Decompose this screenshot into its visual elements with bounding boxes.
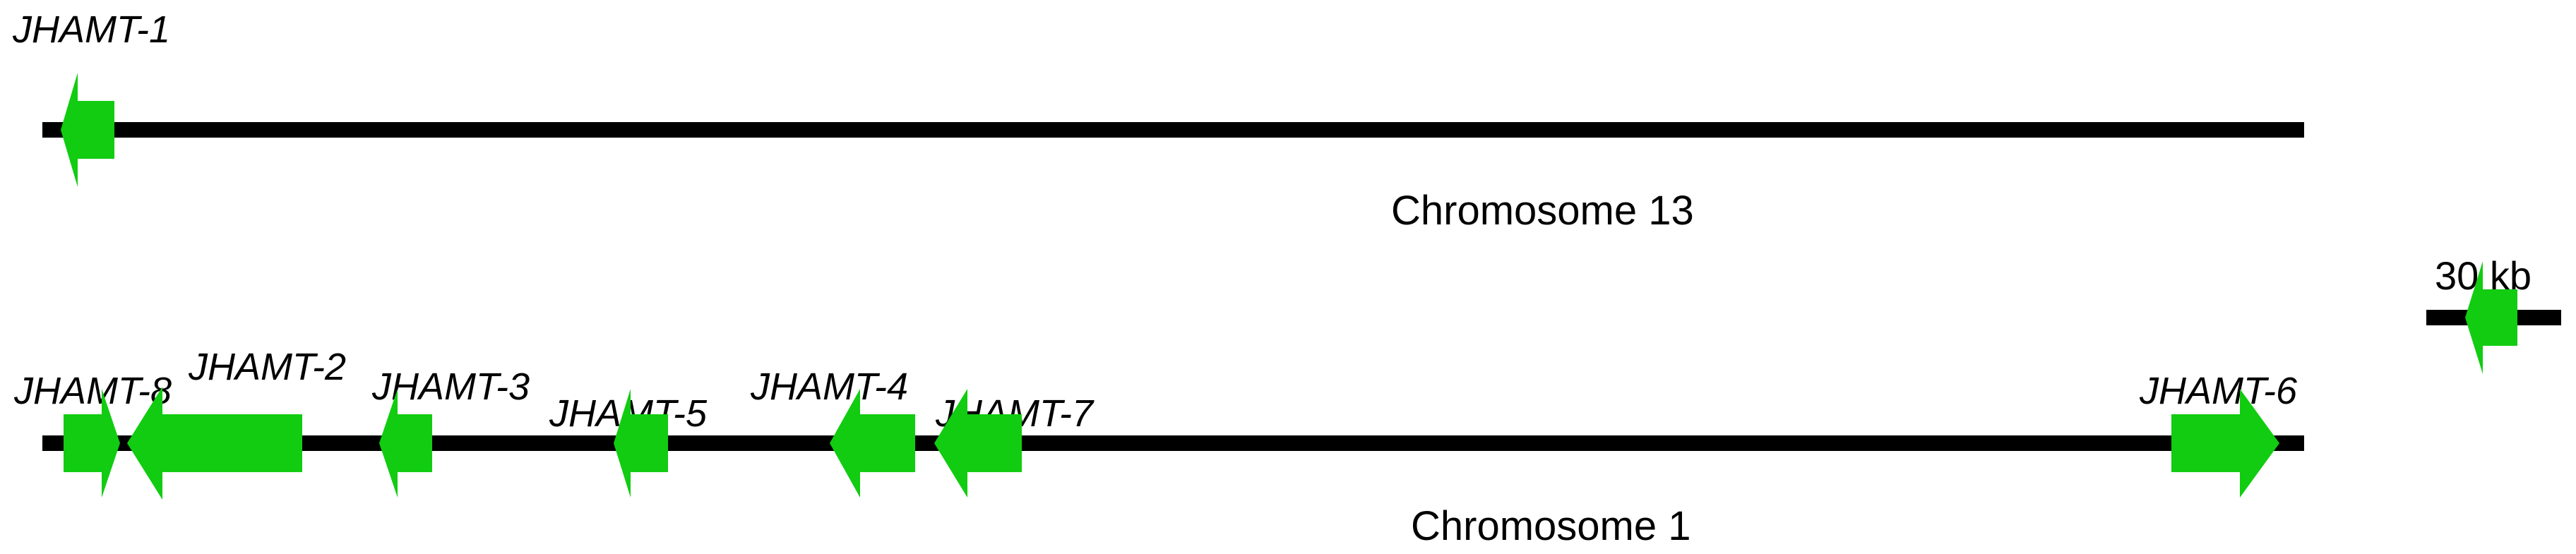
chromosome-13-label: Chromosome 13	[1391, 188, 1694, 234]
chromosome-1-track: JHAMT-8 JHAMT-2 JHAMT-3 JHAMT-5 JHAMT-4 …	[13, 346, 2304, 549]
gene-label-jhamt-4: JHAMT-4	[750, 366, 908, 408]
gene-label-jhamt-1: JHAMT-1	[12, 8, 170, 51]
gene-arrow-jhamt-8	[64, 389, 120, 498]
gene-label-jhamt-3: JHAMT-3	[371, 366, 530, 408]
gene-arrow-jhamt-1	[61, 73, 114, 187]
chromosome-13-track: JHAMT-1 Chromosome 13	[12, 8, 2304, 234]
gene-label-jhamt-6: JHAMT-6	[2139, 370, 2298, 412]
chromosome-13-line	[42, 122, 2304, 138]
chromosome-1-label: Chromosome 1	[1411, 503, 1690, 549]
gene-arrow-jhamt-3	[379, 389, 432, 498]
gene-arrow-jhamt-5	[614, 389, 668, 498]
gene-arrow-jhamt-4	[830, 389, 915, 498]
chromosome-1-line	[42, 435, 2304, 451]
gene-label-jhamt-8: JHAMT-8	[13, 370, 172, 412]
scale-bar-gene-arrow	[2465, 261, 2517, 374]
gene-label-jhamt-2: JHAMT-2	[188, 346, 346, 388]
gene-arrow-jhamt-6	[2171, 389, 2279, 498]
scale-bar: 30 kb	[2426, 253, 2561, 374]
gene-arrow-jhamt-2	[127, 387, 302, 500]
gene-arrow-jhamt-7	[934, 389, 1022, 498]
